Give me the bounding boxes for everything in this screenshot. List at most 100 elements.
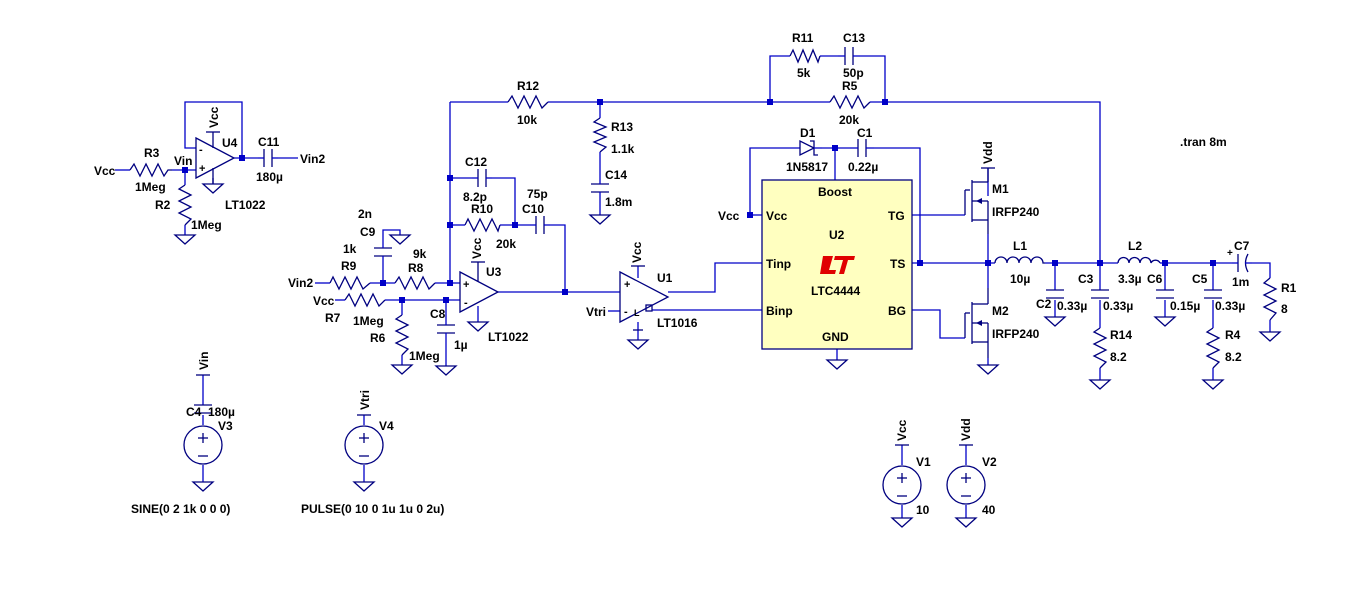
- label-v1-ref: V1: [916, 455, 931, 469]
- label-r3-ref: R3: [144, 146, 160, 160]
- pin-boost: Boost: [818, 185, 852, 199]
- resistor-r5: [829, 94, 871, 110]
- label-c3-ref: C3: [1078, 272, 1094, 286]
- label-v3-ref: V3: [218, 419, 233, 433]
- label-l2-value: 3.3µ: [1118, 272, 1142, 286]
- label-c6-ref: C6: [1147, 272, 1163, 286]
- label-r4-value: 8.2: [1225, 350, 1242, 364]
- label-l2-ref: L2: [1128, 239, 1142, 253]
- label-r10-ref: R10: [471, 202, 493, 216]
- label-c12-ref: C12: [465, 155, 487, 169]
- svg-text:+: +: [463, 279, 469, 291]
- label-u2-model: LTC4444: [811, 284, 860, 298]
- net-label-vcc-u2: Vcc: [718, 209, 740, 223]
- labels: Vcc R3 1Meg Vin R2 1Meg Vcc U4 LT1022 C1…: [94, 31, 1297, 517]
- resistor-r3: [129, 162, 172, 178]
- capacitor-c1: [850, 139, 874, 157]
- label-m2-model: IRFP240: [992, 327, 1040, 341]
- capacitor-c12: [472, 169, 492, 187]
- pin-binp: Binp: [766, 304, 793, 318]
- resistor-r7: [344, 292, 386, 308]
- label-r14-ref: R14: [1110, 328, 1132, 342]
- opamp-u4: - +: [195, 132, 236, 184]
- resistor-r12: [507, 94, 549, 110]
- label-r14-value: 8.2: [1110, 350, 1127, 364]
- resistor-r8: [394, 275, 436, 291]
- svg-text:-: -: [624, 306, 628, 318]
- label-r13-ref: R13: [611, 120, 633, 134]
- label-v4-ref: V4: [379, 419, 394, 433]
- diode-d1: [799, 139, 822, 157]
- resistor-r13: [592, 117, 608, 153]
- capacitor-c4: [194, 404, 212, 414]
- label-c6-value: 0.15µ: [1170, 299, 1200, 313]
- label-d1-ref: D1: [800, 126, 816, 140]
- inductor-l2: [1117, 256, 1161, 264]
- label-r9-value: 1k: [343, 242, 357, 256]
- pin-bg: BG: [888, 304, 906, 318]
- label-r10-value: 20k: [496, 237, 516, 251]
- comparator-u1: + - L: [619, 270, 670, 324]
- capacitor-c11: [258, 149, 278, 167]
- label-r3-value: 1Meg: [135, 180, 166, 194]
- label-r12-ref: R12: [517, 79, 539, 93]
- net-label-vcc-u3: Vcc: [470, 237, 484, 259]
- label-c4-value: 180µ: [208, 405, 235, 419]
- ic-u2: [761, 179, 913, 350]
- label-r5-value: 20k: [839, 113, 859, 127]
- label-c11-ref: C11: [258, 135, 280, 149]
- inductors: [994, 256, 1161, 264]
- net-label-vin2-in: Vin2: [288, 276, 313, 290]
- source-v4: [344, 425, 384, 465]
- pin-vcc: Vcc: [766, 209, 788, 223]
- capacitor-c6: [1156, 289, 1174, 299]
- net-label-vcc-u4: Vcc: [207, 106, 221, 128]
- capacitor-c3: [1091, 289, 1109, 299]
- source-v3: [183, 425, 223, 465]
- label-d1-model: 1N5817: [786, 160, 828, 174]
- net-label-vcc-u1: Vcc: [630, 241, 644, 263]
- label-v2-ref: V2: [982, 455, 997, 469]
- label-c2-value: 0.33µ: [1057, 299, 1087, 313]
- label-r12-value: 10k: [517, 113, 537, 127]
- net-label-vcc-v1: Vcc: [895, 419, 909, 441]
- label-c8-value: 1µ: [454, 338, 468, 352]
- linear-logo-icon: [820, 256, 855, 274]
- resistors: [129, 48, 1278, 369]
- label-v4-value: PULSE(0 10 0 1u 1u 0 2u): [301, 502, 444, 516]
- mosfet-m1: [964, 168, 989, 234]
- label-r11-value: 5k: [797, 66, 811, 80]
- source-v2: [946, 465, 986, 505]
- label-c7-value: 1m: [1232, 275, 1249, 289]
- label-c10-value: 75p: [527, 187, 548, 201]
- label-v2-value: 40: [982, 503, 996, 517]
- svg-text:L: L: [634, 308, 640, 318]
- label-r2-ref: R2: [155, 198, 171, 212]
- net-label-vin-v3: Vin: [197, 352, 211, 370]
- label-c1-value: 0.22µ: [848, 160, 878, 174]
- label-u4-model: LT1022: [225, 198, 266, 212]
- label-r7-value: 1Meg: [353, 314, 384, 328]
- label-r2-value: 1Meg: [191, 218, 222, 232]
- label-c5-value: 0.33µ: [1215, 299, 1245, 313]
- label-l1-ref: L1: [1013, 239, 1027, 253]
- label-c11-value: 180µ: [256, 170, 283, 184]
- label-r7-ref: R7: [325, 311, 341, 325]
- pin-ts: TS: [890, 257, 905, 271]
- capacitor-c9: [374, 240, 392, 264]
- net-label-vin2-out: Vin2: [300, 152, 325, 166]
- net-label-vtri-v4: Vtri: [358, 390, 372, 410]
- source-v1: [882, 465, 922, 505]
- svg-text:-: -: [464, 297, 468, 309]
- label-c14-ref: C14: [605, 168, 627, 182]
- label-r8-value: 9k: [413, 247, 427, 261]
- label-c1-ref: C1: [857, 126, 873, 140]
- capacitor-c8: [437, 318, 455, 340]
- net-label-vtri-u1: Vtri: [586, 305, 606, 319]
- label-c4-ref: C4: [186, 405, 202, 419]
- label-r9-ref: R9: [341, 259, 357, 273]
- label-m1-ref: M1: [992, 182, 1009, 196]
- label-c13-value: 50p: [843, 66, 864, 80]
- label-c3-value: 0.33µ: [1103, 299, 1133, 313]
- resistor-r10: [464, 217, 501, 233]
